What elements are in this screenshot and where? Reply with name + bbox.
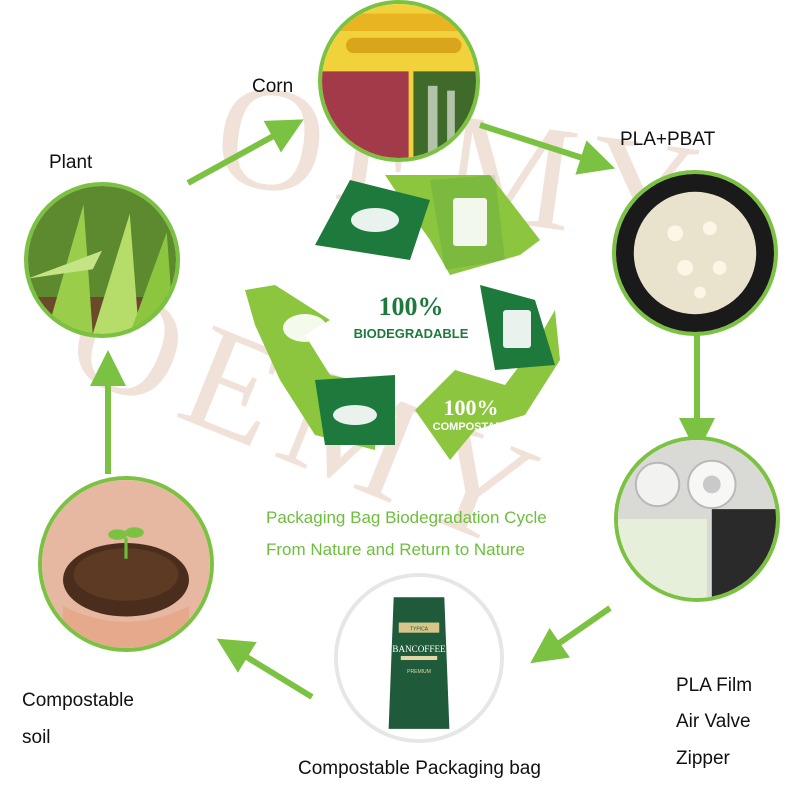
label-pla-pbat: PLA+PBAT — [620, 129, 716, 150]
label-zipper: Zipper — [676, 748, 730, 769]
arrow-plant-to-corn — [186, 119, 304, 186]
corn-image — [318, 0, 480, 162]
label-corn: Corn — [252, 76, 294, 97]
packaging-bag-image: BANCOFFEE TYPICA PREMIUM — [334, 573, 504, 743]
center-pct-2: 100% — [444, 395, 499, 420]
center-text-1: BIODEGRADABLE — [354, 326, 469, 341]
arrow-bag-to-soil — [216, 638, 314, 700]
arrow-film-to-bag — [530, 605, 612, 664]
label-packaging-bag: Compostable Packaging bag — [298, 758, 541, 779]
emblem-arrow-right — [415, 310, 560, 460]
label-plant: Plant — [49, 152, 93, 173]
pellet-icon-left — [283, 314, 327, 342]
bag-brand-text: BANCOFFEE — [392, 644, 446, 654]
label-compostable-soil-1: Compostable — [22, 690, 134, 711]
bag-top-text: TYPICA — [410, 627, 429, 633]
compost-icon-bottom — [333, 405, 377, 425]
label-compostable-soil-2: soil — [22, 727, 51, 748]
plant-image — [24, 182, 180, 338]
label-pla-film: PLA Film — [676, 675, 753, 696]
compostable-soil-image — [38, 476, 214, 652]
bag-sub-text: PREMIUM — [407, 669, 431, 675]
arrow-corn-to-pla — [479, 122, 616, 175]
label-air-valve: Air Valve — [676, 711, 751, 732]
caption-line-2: From Nature and Return to Nature — [266, 540, 525, 559]
caption-line-1: Packaging Bag Biodegradation Cycle — [266, 508, 547, 527]
bag-icon-top — [453, 198, 487, 246]
bag-icon-right — [503, 310, 531, 348]
pla-pbat-pellets-image — [612, 170, 778, 336]
recycle-emblem: 100% BIODEGRADABLE 100% COMPOSTABLE — [245, 175, 560, 460]
center-text-2: COMPOSTABLE — [433, 421, 518, 433]
pla-film-valve-image — [614, 436, 780, 602]
center-pct-1: 100% — [379, 292, 444, 321]
seed-icon-top — [351, 208, 399, 232]
